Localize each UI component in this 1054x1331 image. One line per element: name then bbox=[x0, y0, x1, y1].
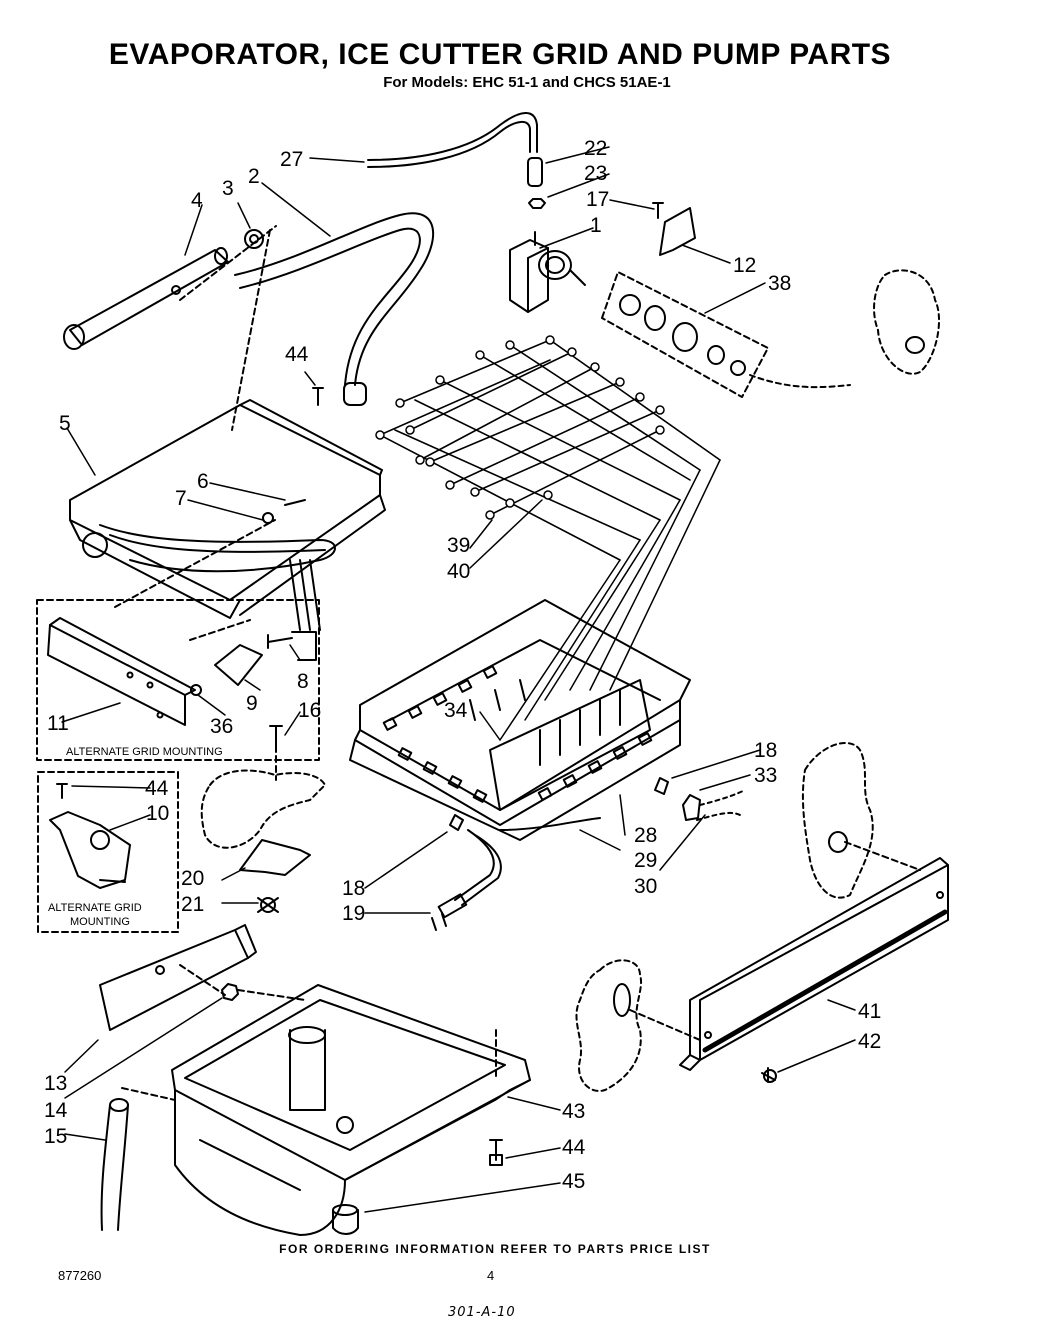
callout-label: 33 bbox=[754, 764, 777, 787]
callout-label: 34 bbox=[444, 699, 468, 722]
screw-16 bbox=[269, 725, 283, 753]
callout-label: 17 bbox=[586, 188, 609, 211]
callout-label: 9 bbox=[246, 692, 258, 715]
mounting-bracket-13 bbox=[99, 929, 249, 1031]
callout-label: 5 bbox=[59, 412, 71, 435]
callout-label: 20 bbox=[181, 867, 204, 890]
bracket-20 bbox=[239, 839, 311, 876]
tube-27 bbox=[367, 112, 538, 161]
callout-label: 13 bbox=[44, 1072, 67, 1095]
callout-label: 18 bbox=[754, 739, 777, 762]
evaporator-tray-5 bbox=[69, 399, 386, 631]
callout-label: 12 bbox=[733, 254, 756, 277]
callout-label: 23 bbox=[584, 162, 607, 185]
callout-label: 44 bbox=[145, 777, 169, 800]
document-number: 877260 bbox=[58, 1268, 102, 1283]
hose-2 bbox=[234, 212, 434, 386]
footer-note: FOR ORDERING INFORMATION REFER TO PARTS … bbox=[279, 1242, 711, 1256]
knob-3 bbox=[244, 229, 264, 249]
page-title: EVAPORATOR, ICE CUTTER GRID AND PUMP PAR… bbox=[108, 38, 892, 71]
callout-label: 18 bbox=[342, 877, 365, 900]
callout-label: 42 bbox=[858, 1030, 881, 1053]
page-subtitle: For Models: EHC 51-1 and CHCS 51AE-1 bbox=[383, 74, 671, 91]
nut-14 bbox=[221, 983, 239, 1001]
callout-label: 41 bbox=[858, 1000, 881, 1023]
bracket-12 bbox=[659, 207, 696, 256]
callout-label: 16 bbox=[298, 699, 321, 722]
clip-18-left bbox=[449, 814, 464, 831]
callout-label: 36 bbox=[210, 715, 233, 738]
screw-17 bbox=[652, 202, 664, 219]
page-number: 4 bbox=[487, 1268, 495, 1283]
screw-44-bottom bbox=[489, 1139, 503, 1161]
callout-label: 1 bbox=[590, 214, 602, 237]
callout-label: 6 bbox=[197, 470, 209, 493]
callout-label: 39 bbox=[447, 534, 470, 557]
cord-19 bbox=[454, 829, 502, 906]
cutter-grid-wires-39-40 bbox=[379, 339, 721, 561]
pump-valve-1 bbox=[509, 231, 586, 313]
callout-label: 43 bbox=[562, 1100, 585, 1123]
callout-label: 40 bbox=[447, 560, 470, 583]
clip-18-right bbox=[654, 777, 669, 795]
callout-label: 21 bbox=[181, 893, 204, 916]
callout-label: 3 bbox=[222, 177, 234, 200]
callout-label: 44 bbox=[285, 343, 309, 366]
nut-23 bbox=[528, 198, 546, 209]
callout-label: 28 bbox=[634, 824, 657, 847]
callout-label: 44 bbox=[562, 1136, 586, 1159]
sump-tank-43 bbox=[171, 984, 531, 1236]
handwritten-note: 301-A-10 bbox=[448, 1305, 516, 1320]
callout-label: 45 bbox=[562, 1170, 585, 1193]
callout-label: 30 bbox=[634, 875, 657, 898]
box-label: MOUNTING bbox=[70, 916, 130, 928]
callout-label: 29 bbox=[634, 849, 657, 872]
front-panel-41 bbox=[679, 857, 949, 1071]
callout-label: 27 bbox=[280, 148, 303, 171]
callout-label: 19 bbox=[342, 902, 365, 925]
callout-label: 2 bbox=[248, 165, 260, 188]
callout-label: 7 bbox=[175, 487, 187, 510]
bracket-33 bbox=[682, 794, 701, 821]
callout-label: 4 bbox=[191, 189, 203, 212]
fitting-22 bbox=[527, 157, 543, 187]
callout-label: 11 bbox=[47, 712, 69, 735]
bar-4 bbox=[63, 247, 229, 350]
wing-nut-21 bbox=[260, 897, 276, 913]
screw-44-top bbox=[312, 387, 324, 406]
cutter-grid-frame-34 bbox=[349, 599, 691, 841]
callout-labels: 1 2 3 4 5 6 7 8 9 10 11 12 13 14 15 16 1… bbox=[44, 137, 881, 1193]
kit-box-38 bbox=[601, 271, 769, 398]
foot-45 bbox=[332, 1209, 359, 1235]
callout-label: 22 bbox=[584, 137, 607, 160]
callout-label: 10 bbox=[146, 802, 169, 825]
box-label: ALTERNATE GRID MOUNTING bbox=[66, 746, 223, 758]
callout-label: 14 bbox=[44, 1099, 68, 1122]
callout-label: 15 bbox=[44, 1125, 67, 1148]
callout-label: 38 bbox=[768, 272, 791, 295]
callout-label: 8 bbox=[297, 670, 309, 693]
box-label: ALTERNATE GRID bbox=[48, 902, 142, 914]
alternate-grid-mounting-box-2 bbox=[37, 771, 179, 933]
alternate-grid-mounting-box-1 bbox=[36, 599, 320, 761]
drain-hose-15 bbox=[100, 1104, 129, 1231]
